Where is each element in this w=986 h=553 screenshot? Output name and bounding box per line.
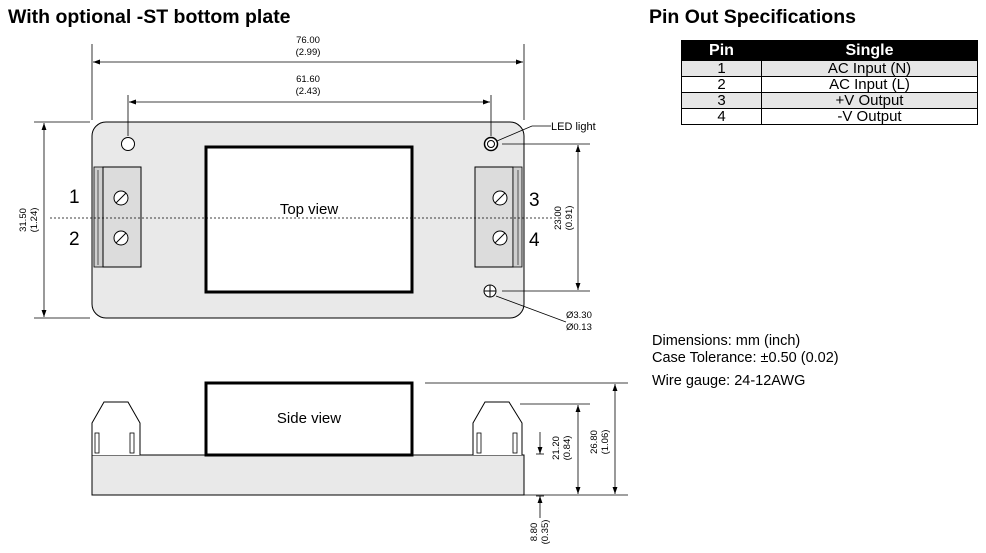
side-view: Side view bbox=[91, 381, 525, 496]
table-cell: 3 bbox=[681, 92, 762, 109]
dimension-value: 8.80 bbox=[529, 523, 540, 542]
led-label: LED light bbox=[551, 121, 596, 133]
mounting-pitch-dimension: 61.60 (2.43) bbox=[127, 74, 492, 136]
table-cell: 1 bbox=[681, 60, 762, 77]
table-cell: AC Input (N) bbox=[761, 60, 978, 77]
dimension-value: (2.99) bbox=[296, 47, 321, 58]
table-row: 2 AC Input (L) bbox=[681, 76, 978, 93]
wire-gauge-note: Wire gauge: 24-12AWG bbox=[652, 373, 806, 389]
side-dimensions: 21.20 (0.84) 26.80 (1.06) 8.80 (0.35) bbox=[425, 382, 628, 545]
dimension-value: 23.00 bbox=[553, 206, 564, 230]
led-callout: LED light bbox=[496, 121, 596, 142]
drawing-title: With optional -ST bottom plate bbox=[8, 6, 291, 28]
table-row: 4 -V Output bbox=[681, 108, 978, 125]
mounting-hole-icon bbox=[121, 137, 135, 151]
table-cell: AC Input (L) bbox=[761, 76, 978, 93]
dimension-value: (1.06) bbox=[600, 430, 611, 455]
pin-table-title: Pin Out Specifications bbox=[649, 6, 856, 28]
table-header: Single bbox=[761, 40, 978, 61]
pin-label: 2 bbox=[69, 229, 80, 250]
pin-table: Pin Single 1 AC Input (N) 2 AC Input (L)… bbox=[681, 40, 978, 125]
dimension-value: Ø0.13 bbox=[566, 322, 592, 333]
dimension-value: 31.50 bbox=[18, 208, 29, 232]
left-terminal-block bbox=[93, 166, 142, 268]
dimension-value: (1.24) bbox=[29, 208, 40, 233]
led-icon bbox=[483, 136, 499, 152]
table-cell: -V Output bbox=[761, 108, 978, 125]
pin-label: 1 bbox=[69, 187, 80, 208]
pin-label: 3 bbox=[529, 190, 540, 211]
dimensions-note: Dimensions: mm (inch) bbox=[652, 333, 801, 349]
overall-length-dimension: 76.00 (2.99) bbox=[91, 35, 525, 120]
dimension-value: (0.91) bbox=[564, 206, 575, 231]
hole-diameter-callout: Ø3.30 Ø0.13 bbox=[495, 295, 592, 333]
table-row: 1 AC Input (N) bbox=[681, 60, 978, 77]
table-row: 3 +V Output bbox=[681, 92, 978, 109]
hole-span-dimension: 23.00 (0.91) bbox=[502, 143, 590, 292]
top-view-label: Top view bbox=[280, 201, 339, 218]
dimension-value: 76.00 bbox=[296, 35, 320, 46]
right-terminal-block bbox=[474, 166, 523, 268]
pin-label: 4 bbox=[529, 230, 540, 251]
side-view-label: Side view bbox=[277, 410, 341, 427]
dimension-value: 21.20 bbox=[551, 436, 562, 460]
table-header: Pin bbox=[681, 40, 762, 61]
side-plate bbox=[91, 454, 525, 496]
height-dimension: 31.50 (1.24) bbox=[18, 121, 90, 319]
dimension-value: Ø3.30 bbox=[566, 310, 592, 321]
dimension-value: (0.35) bbox=[540, 520, 551, 545]
table-cell: +V Output bbox=[761, 92, 978, 109]
table-cell: 4 bbox=[681, 108, 762, 125]
dimension-value: 61.60 bbox=[296, 74, 320, 85]
table-cell: 2 bbox=[681, 76, 762, 93]
dimension-value: (2.43) bbox=[296, 86, 321, 97]
side-body bbox=[204, 381, 414, 457]
dimension-value: (0.84) bbox=[562, 436, 573, 461]
dimension-value: 26.80 bbox=[589, 430, 600, 454]
top-body bbox=[204, 145, 414, 294]
top-view: 1 2 3 4 Top view bbox=[50, 121, 562, 319]
tolerance-note: Case Tolerance: ±0.50 (0.02) bbox=[652, 350, 839, 366]
